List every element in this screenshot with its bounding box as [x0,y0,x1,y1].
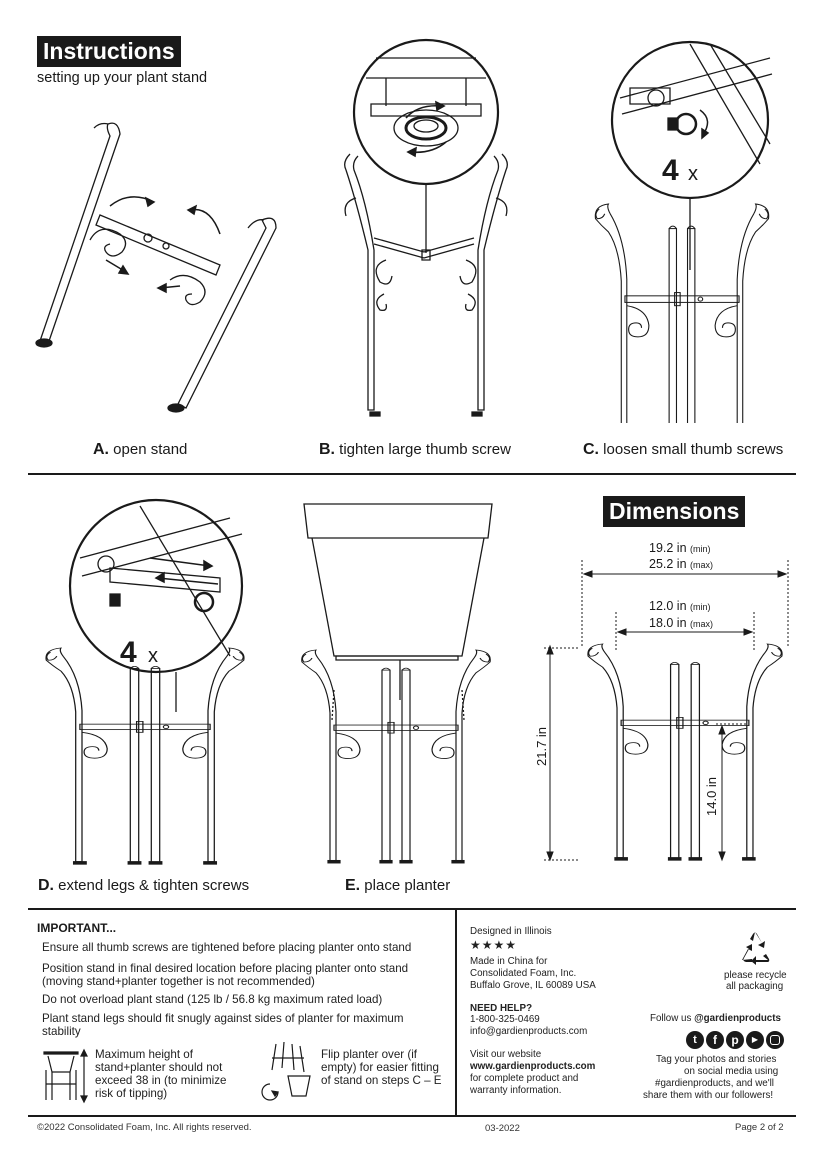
designed-in: Designed in Illinois [470,926,552,937]
twitter-icon[interactable]: t [686,1031,704,1049]
step-a-label: A. open stand [93,441,188,458]
company-name: Consolidated Foam, Inc. [470,968,577,979]
print-date: 03-2022 [485,1123,520,1134]
social-handle: @gardienproducts [694,1013,781,1024]
step-b-label: B. tighten large thumb screw [319,441,511,458]
section-divider [28,473,796,475]
instructions-badge: Instructions [37,36,181,67]
social-icons: t f p ▶ [686,1031,784,1049]
bottom-divider-bottom [28,1115,796,1117]
inner-height-label: 14.0 in [704,776,719,816]
max-height-icon [40,1048,92,1104]
dimensions-diagram [530,560,800,870]
d-count: 4 [120,636,137,669]
inner-width-max: 18.0 in (max) [649,616,714,630]
page-number: Page 2 of 2 [735,1122,784,1133]
help-title: NEED HELP? [470,1003,533,1014]
d-times: x [148,645,158,667]
tip-flip-planter: Flip planter over (if empty) for easier … [321,1048,442,1087]
recycle-text-1: please recycle [724,970,787,981]
tag-text-4: share them with our followers! [643,1090,774,1101]
inner-width-min: 12.0 in (min) [649,599,711,613]
star-rating: ★★★★ [470,938,518,952]
step-c-label: C. loosen small thumb screws [583,441,784,458]
height-label: 21.7 in [534,726,549,766]
product-info-text: for complete product and [470,1073,579,1084]
warranty-text: warranty information. [470,1085,562,1096]
help-phone[interactable]: 1-800-325-0469 [470,1014,540,1025]
tag-text-3: #gardienproducts, and we'll [655,1078,774,1089]
figure-tighten-large-screw [326,38,526,418]
outer-width-min: 19.2 in (min) [649,541,711,555]
tag-text-2: on social media using [684,1066,779,1077]
figure-open-stand [30,110,290,430]
figure-place-planter [301,500,512,864]
website-link[interactable]: www.gardienproducts.com [470,1061,596,1072]
important-title: IMPORTANT... [37,921,117,935]
important-item-3: Do not overload plant stand (125 lb / 56… [42,993,383,1006]
important-item-4: Plant stand legs should fit snugly again… [42,1012,404,1038]
help-email[interactable]: info@gardienproducts.com [470,1026,588,1037]
pinterest-icon[interactable]: p [726,1031,744,1049]
important-item-2: Position stand in final desired location… [42,962,409,988]
youtube-icon[interactable]: ▶ [746,1031,764,1049]
important-item-1: Ensure all thumb screws are tightened be… [42,941,412,954]
flip-planter-icon [258,1040,314,1102]
dimensions-badge: Dimensions [603,496,746,527]
figure-extend-legs: 4 x [45,498,245,865]
figure-loosen-small-screws: 4 x [594,38,790,423]
copyright: ©2022 Consolidated Foam, Inc. All rights… [37,1122,252,1133]
step-d-label: D. extend legs & tighten screws [38,877,250,894]
follow-us: Follow us @gardienproducts [650,1013,781,1024]
outer-width-max: 25.2 in (max) [649,557,714,571]
instagram-icon[interactable] [766,1031,784,1049]
bottom-col-divider [455,910,457,1116]
made-in: Made in China for [470,956,548,967]
page-subtitle: setting up your plant stand [37,70,208,86]
recycle-text-2: all packaging [726,981,784,992]
visit-text: Visit our website [470,1049,542,1060]
company-address: Buffalo Grove, IL 60089 USA [470,980,596,991]
step-e-label: E. place planter [345,877,451,894]
tag-text-1: Tag your photos and stories [656,1054,777,1065]
tip-max-height: Maximum height of stand+planter should n… [95,1048,227,1100]
facebook-icon[interactable]: f [706,1031,724,1049]
recycle-icon [742,932,770,965]
c-count: 4 [662,154,679,187]
c-times: x [688,163,698,185]
bottom-divider-top [28,908,796,910]
